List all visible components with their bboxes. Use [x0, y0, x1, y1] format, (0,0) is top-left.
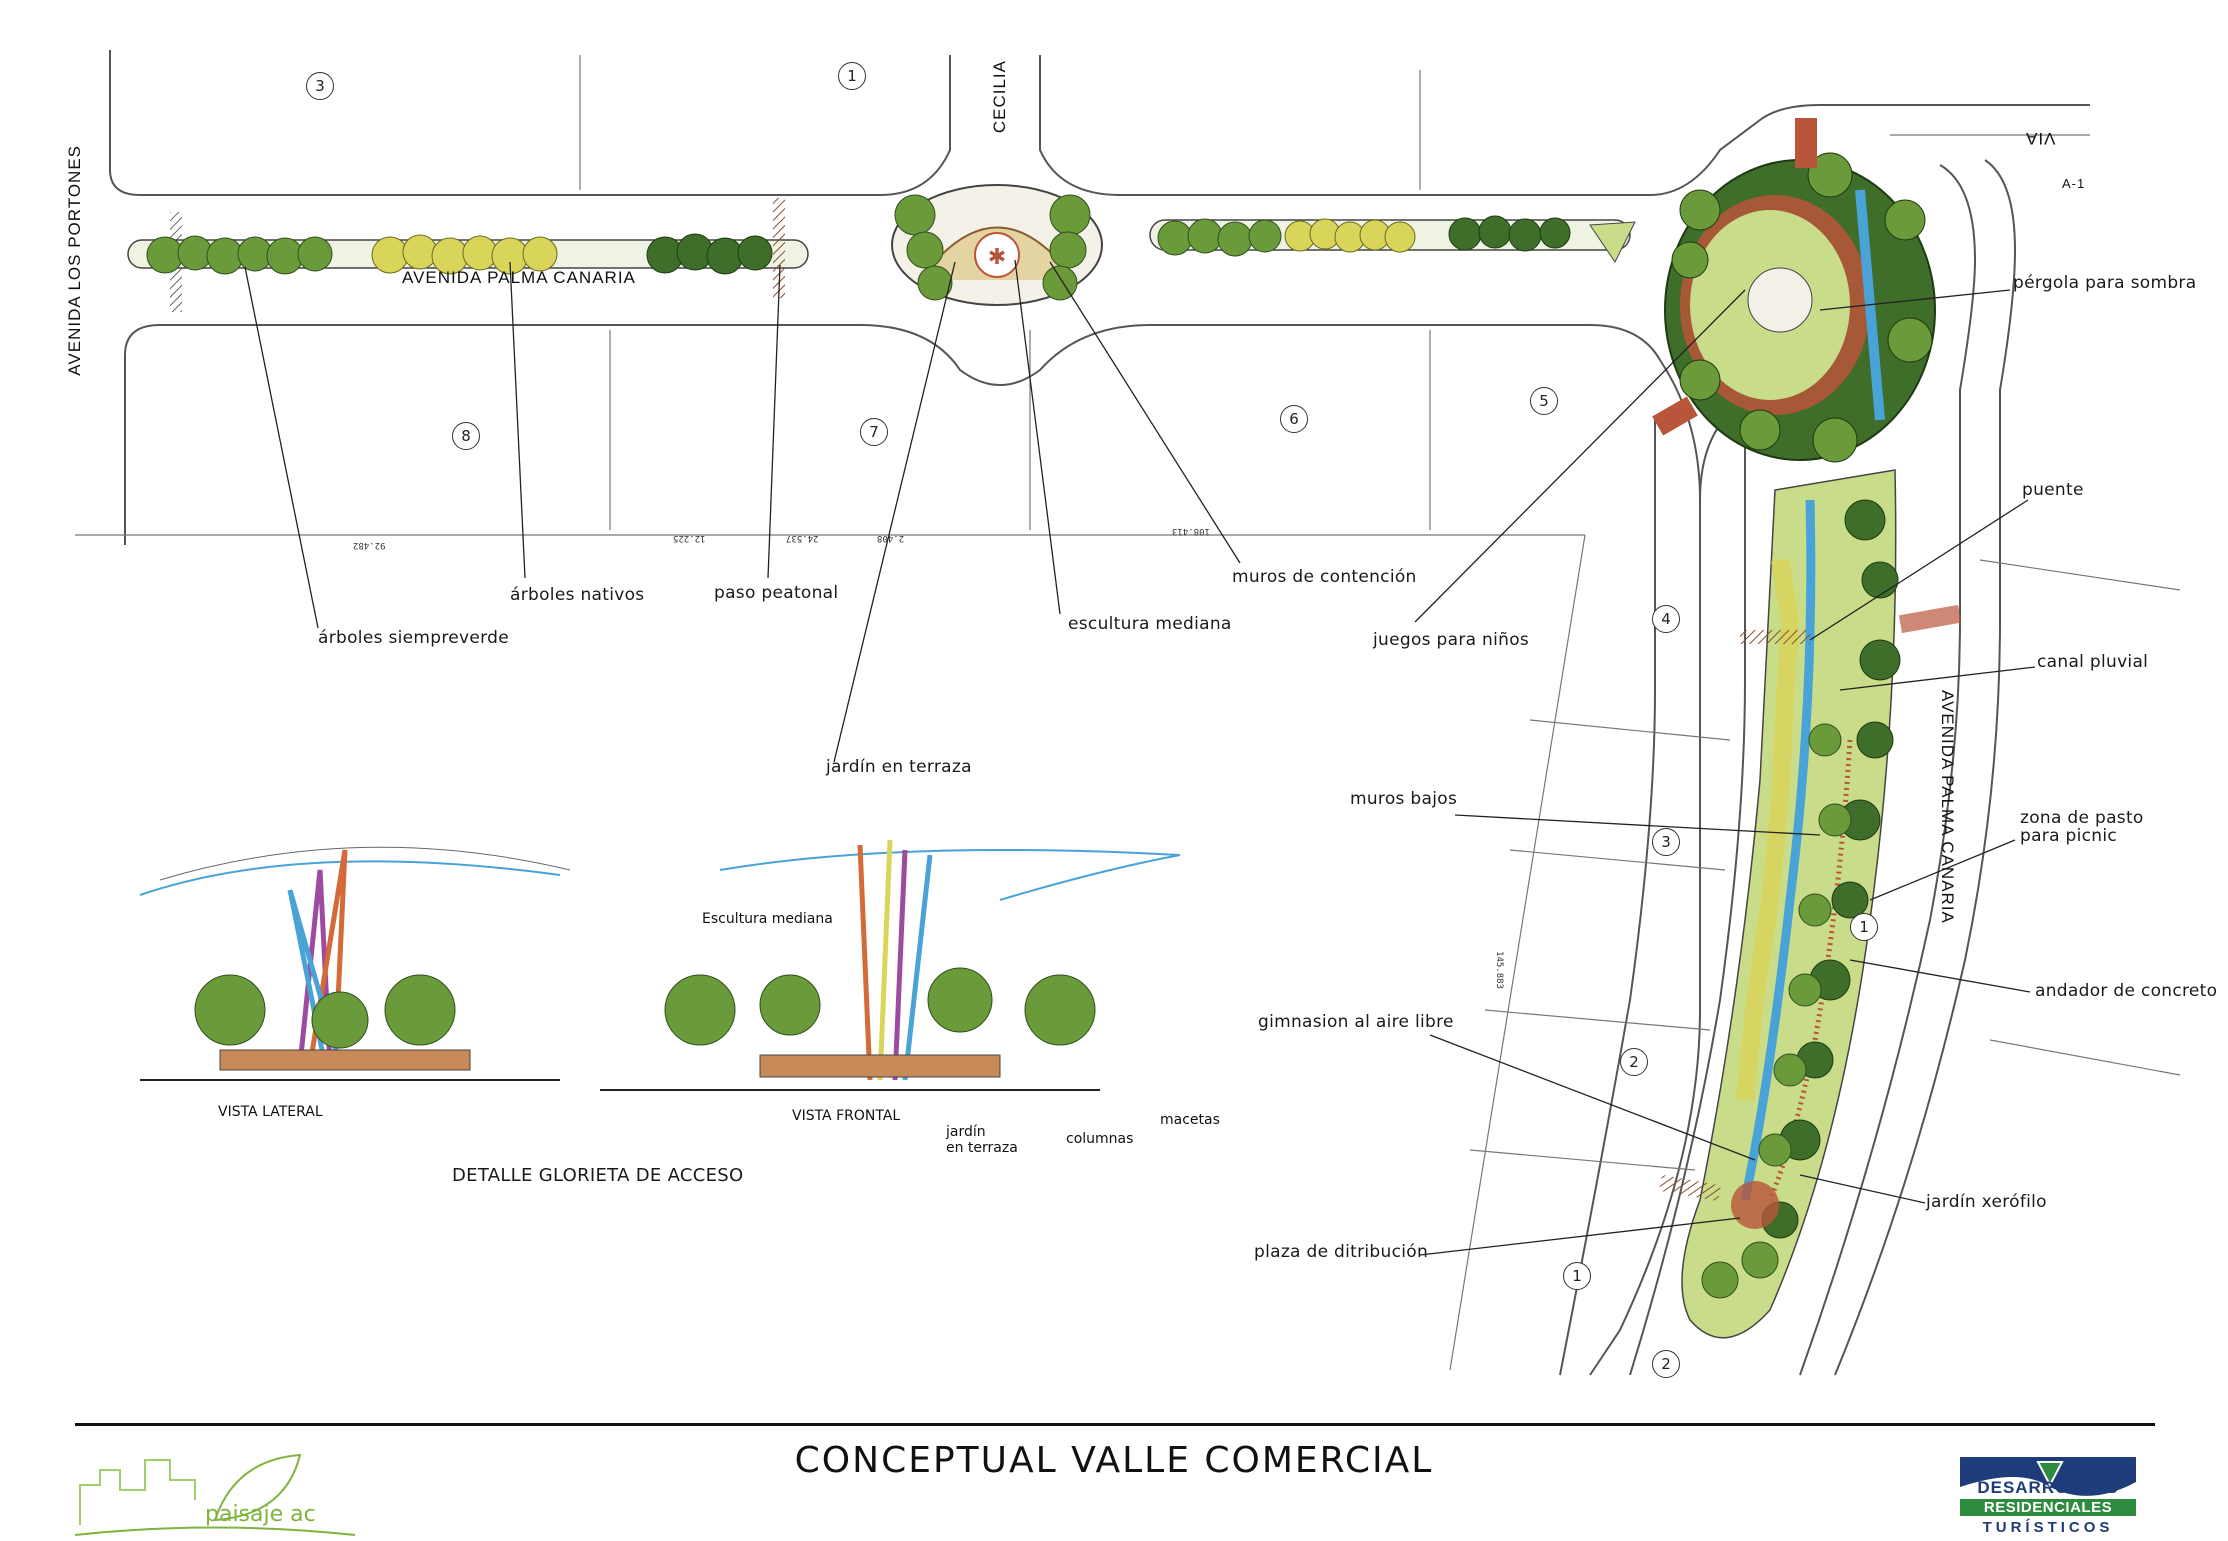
label-canal-pluvial: canal pluvial: [2037, 652, 2149, 672]
label-andador: andador de concreto: [2035, 981, 2218, 1001]
lot-number: 3: [1652, 828, 1680, 856]
label-jardin-terraza: jardín en terraza: [826, 757, 972, 777]
dimension-text: 92.482: [353, 540, 386, 550]
label-muros-bajos: muros bajos: [1350, 789, 1458, 809]
sketch-en-terraza: en terraza: [946, 1140, 1018, 1156]
paisaje-logo-text: paisaje ac: [205, 1502, 316, 1527]
lot-lines: [75, 55, 2181, 1371]
desarrollos-logo-icon: [1960, 1457, 2136, 1497]
lot-number: 7: [860, 418, 888, 446]
label-juegos-ninos: juegos para niños: [1373, 630, 1530, 650]
footer-rule: [75, 1423, 2155, 1426]
lot-number: 1: [838, 62, 866, 90]
lot-number: 3: [306, 72, 334, 100]
lot-number: 2: [1652, 1350, 1680, 1378]
linear-park: [1659, 469, 1962, 1339]
street-cecilia: CECILIA: [990, 60, 1009, 134]
lot-number: 5: [1530, 387, 1558, 415]
dimension-text: 145.883: [1493, 951, 1504, 989]
label-pergola: pérgola para sombra: [2013, 273, 2197, 293]
sketch-detalle-title: DETALLE GLORIETA DE ACCESO: [452, 1165, 744, 1186]
dimension-text: 2.408: [877, 533, 905, 543]
page-title: CONCEPTUAL VALLE COMERCIAL: [794, 1440, 1434, 1481]
label-escultura-mediana: escultura mediana: [1068, 614, 1232, 634]
label-jardin-xerofilo: jardín xerófilo: [1926, 1192, 2047, 1212]
street-avenida-palma-canaria-side: AVENIDA PALMA CANARIA: [1938, 690, 1957, 924]
label-gimnasio: gimnasion al aire libre: [1258, 1012, 1454, 1032]
sketch-jardin: jardín: [946, 1124, 986, 1140]
elevation-sketches: [139, 839, 1181, 1091]
desarrollos-logo-line1: DESARROLLOS: [1977, 1478, 2119, 1497]
sketch-macetas: macetas: [1160, 1112, 1220, 1128]
round-park: [1652, 118, 1936, 463]
street-avenida-los-portones: AVENIDA LOS PORTONES: [65, 145, 84, 376]
desarrollos-logo-line2: RESIDENCIALES: [1960, 1499, 2136, 1516]
dimension-text: 108.413: [1172, 526, 1210, 536]
label-muros-contencion: muros de contención: [1232, 567, 1417, 587]
paisaje-logo-icon: [75, 1453, 355, 1536]
road-outlines: [109, 50, 2090, 1376]
label-arboles-siempreverde: árboles siempreverde: [318, 628, 509, 648]
sketch-escultura: Escultura mediana: [702, 911, 833, 927]
svg-text:✱: ✱: [988, 245, 1006, 270]
lot-number: 1: [1850, 913, 1878, 941]
street-via: VIA: [2025, 129, 2056, 148]
desarrollos-logo-line3: TURÍSTICOS: [1982, 1519, 2114, 1536]
sketch-columnas: columnas: [1066, 1131, 1134, 1147]
sketch-vista-frontal: VISTA FRONTAL: [792, 1108, 901, 1124]
label-arboles-nativos: árboles nativos: [510, 585, 645, 605]
lot-number: 2: [1620, 1048, 1648, 1076]
dimension-text: 24.537: [786, 533, 819, 543]
central-roundabout: ✱: [891, 184, 1103, 306]
sketch-vista-lateral: VISTA LATERAL: [218, 1104, 323, 1120]
label-paso-peatonal: paso peatonal: [714, 583, 839, 603]
top-median: [127, 198, 1631, 312]
lot-number: 6: [1280, 405, 1308, 433]
dimension-text: 12.225: [673, 533, 706, 543]
label-zona-pasto: zona de pasto: [2020, 808, 2144, 828]
lot-number: 8: [452, 422, 480, 450]
lot-number: 1: [1563, 1262, 1591, 1290]
label-plaza: plaza de ditribución: [1254, 1242, 1429, 1262]
median-trees: [146, 215, 1636, 275]
street-a1: A-1: [2062, 176, 2086, 191]
label-zona-pasto-picnic: para picnic: [2020, 826, 2118, 846]
lot-number: 4: [1652, 605, 1680, 633]
leader-lines: [244, 259, 2036, 1256]
label-puente: puente: [2022, 480, 2084, 500]
street-avenida-palma-canaria-top: AVENIDA PALMA CANARIA: [402, 268, 636, 287]
